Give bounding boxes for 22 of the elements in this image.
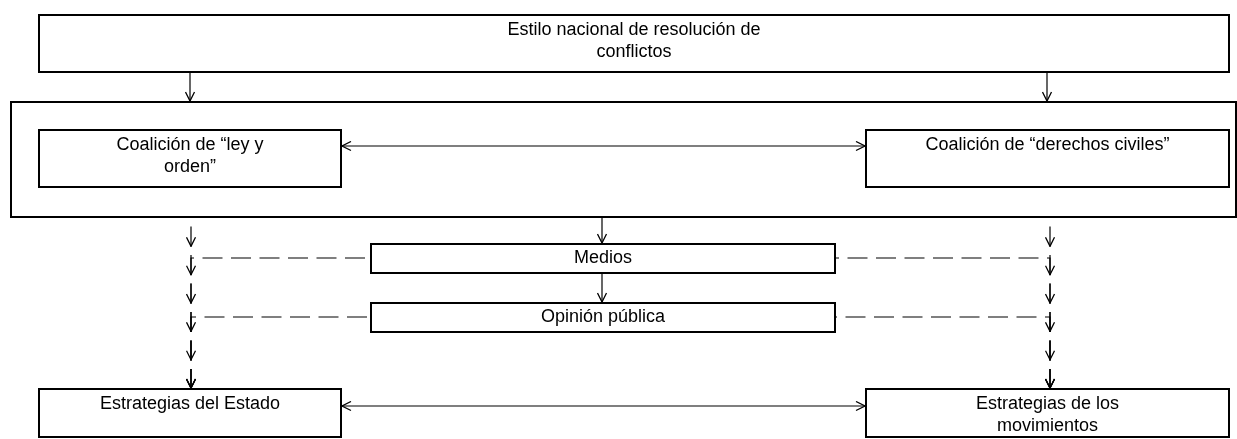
arrow xyxy=(1041,72,1053,102)
arrow xyxy=(835,316,1056,389)
box-label: Estrategias de los movimientos xyxy=(974,392,1121,437)
process-box xyxy=(865,388,1230,438)
box-label: Estrategias del Estado xyxy=(99,392,281,415)
process-box xyxy=(38,14,1230,73)
process-box xyxy=(38,388,342,438)
process-box xyxy=(370,243,836,274)
arrow xyxy=(596,217,608,244)
arrow xyxy=(596,273,608,303)
box-label: Coalición de “derechos civiles” xyxy=(925,133,1170,156)
process-box xyxy=(865,129,1230,188)
process-box xyxy=(370,302,836,333)
box-label: Estilo nacional de resolución de conflictos xyxy=(506,18,762,63)
arrow xyxy=(184,72,196,102)
box-label: Medios xyxy=(574,246,632,269)
arrow xyxy=(341,140,866,152)
group-box xyxy=(10,101,1237,218)
arrow xyxy=(341,400,866,412)
box-label: Coalición de “ley y orden” xyxy=(115,133,265,178)
process-box xyxy=(38,129,342,188)
box-label: Opinión pública xyxy=(540,305,666,328)
